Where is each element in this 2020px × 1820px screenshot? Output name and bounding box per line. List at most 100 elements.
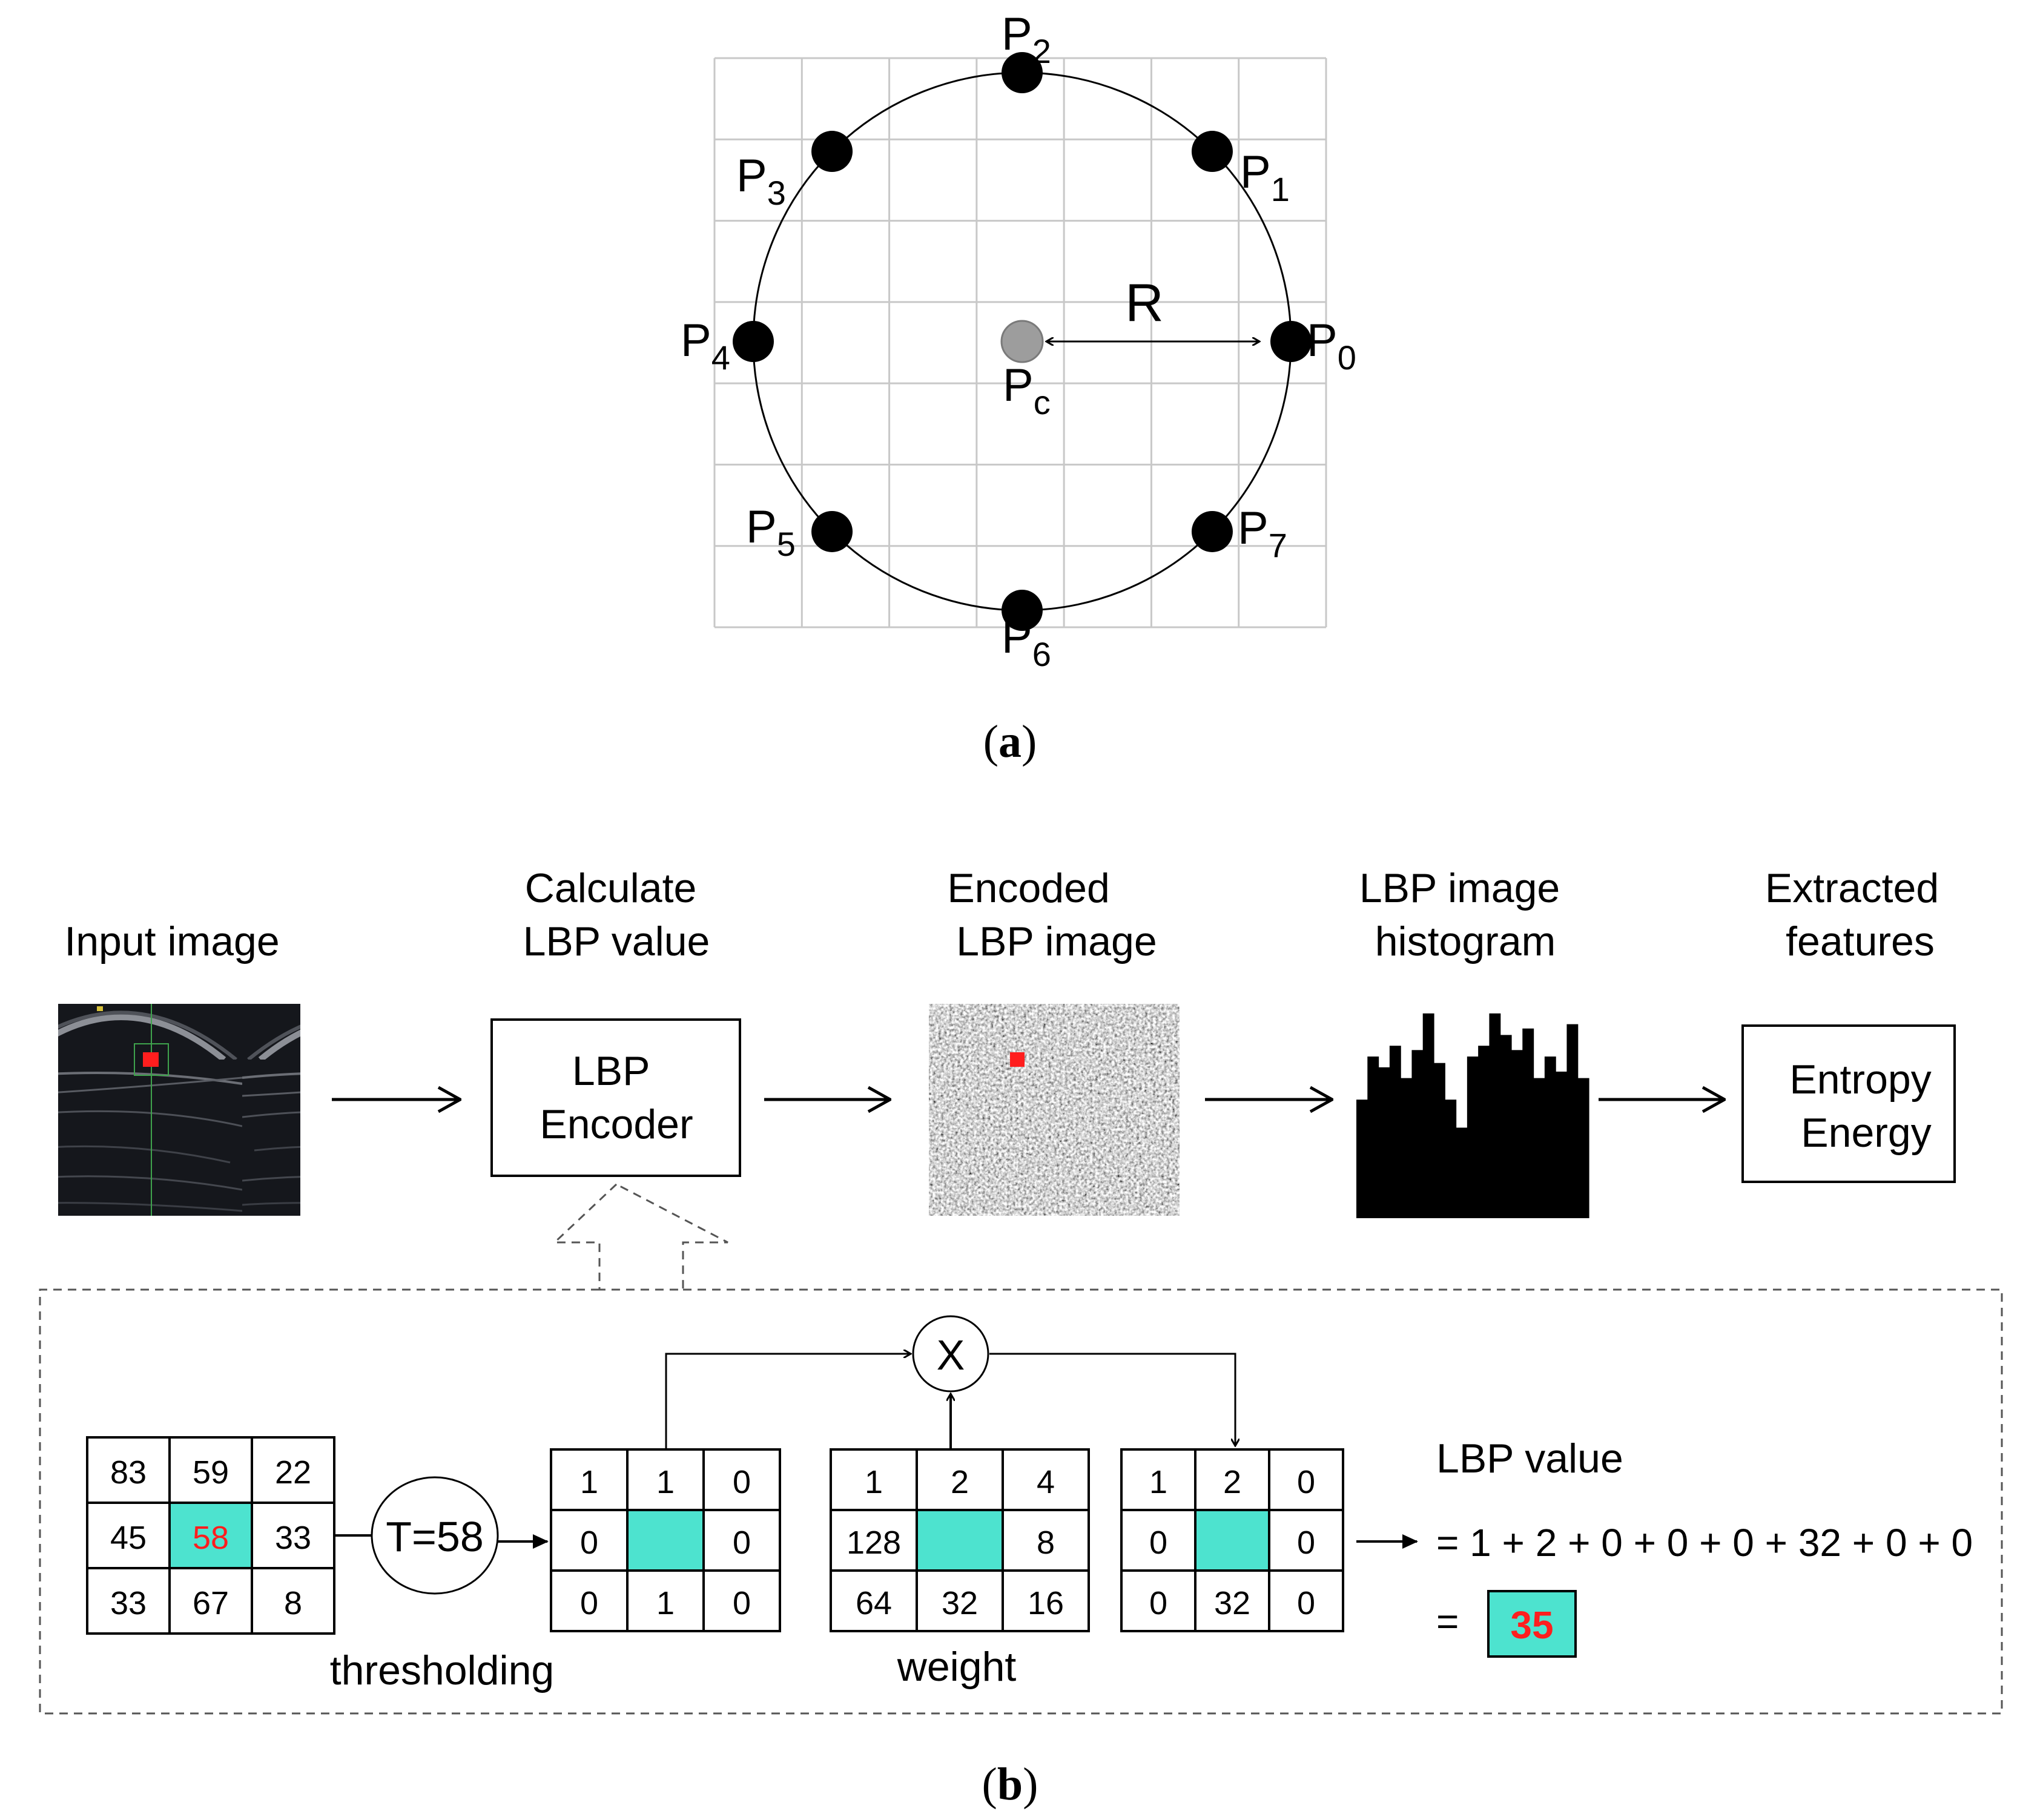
grid-cell [1002,1509,1090,1572]
grid-cell-value: 32 [942,1585,978,1621]
grid-cell-value: 0 [1149,1525,1167,1561]
step-title-histogram: LBP image histogram [1359,865,1571,964]
grid-cell-value: 64 [856,1585,892,1621]
grid-cell-value: 1 [656,1464,675,1500]
grid-cell [1120,1448,1196,1511]
grid-cell-value: 2 [1223,1464,1241,1500]
center-cell [916,1509,1004,1572]
histogram-bar [1556,1071,1568,1218]
grid-cell-value: 0 [580,1585,598,1621]
grid-cell-value: 128 [847,1525,901,1561]
histogram-bar [1533,1078,1545,1218]
neighbor-label-p7: P7 [1238,503,1287,564]
grid-cell-value: 1 [580,1464,598,1500]
encoded-lbp-image [929,1004,1180,1216]
grid-cell [1194,1569,1270,1632]
grid-cell-value: 8 [1037,1525,1055,1561]
binary-to-multiply-arrow [665,1354,911,1448]
caption-b: (b) [982,1759,1038,1810]
grid-cell-value: 8 [284,1585,302,1621]
neighbor-point-p7 [1191,510,1233,552]
step-title-encoded: Encoded LBP image [947,865,1157,964]
grid-cell-value: 67 [193,1585,229,1621]
grid-cell-value: 58 [193,1520,229,1556]
neighbor-point-p3 [811,131,853,173]
grid-cell [1002,1569,1090,1632]
grid-cell [626,1569,705,1632]
center-cell [1194,1509,1270,1572]
histogram-bar [1367,1057,1379,1218]
encoder-label: LBP Encoder [540,1048,693,1147]
histogram-bar [1378,1067,1390,1218]
grid-cell [1120,1569,1196,1632]
lbp-encoder-box [490,1018,741,1177]
grid-cell [251,1502,335,1569]
grid-cell-value: 0 [733,1525,751,1561]
grid-cell [550,1569,629,1632]
center-cell [168,1502,253,1569]
grid-cell-value: 0 [1297,1585,1315,1621]
input-roi-marker [143,1052,159,1067]
threshold-node [371,1476,499,1595]
histogram-bar [1445,1100,1457,1218]
grid-cell [168,1567,253,1635]
histogram-bar [1522,1028,1534,1218]
neighbor-label-p4: P4 [681,315,730,377]
lbp-histogram [1356,1013,1589,1218]
grid-cell [550,1509,629,1572]
detail-callout [39,1183,2003,1715]
grid-cell-value: 1 [865,1464,883,1500]
grid-cell [251,1436,335,1504]
result-box [1487,1590,1577,1658]
neighbor-point-p6 [1002,590,1043,631]
multiply-to-product-arrow [989,1353,1235,1446]
histogram-bar [1511,1050,1523,1218]
lbp-value-title: LBP value [1436,1436,1623,1482]
histogram-bar [1489,1013,1501,1218]
features-label: Entropy Energy [1789,1057,1942,1156]
center-point-label: Pc [1003,360,1051,421]
grid-cell [1268,1509,1344,1572]
step-title-input: Input image [64,918,279,964]
multiply-symbol: X [937,1331,965,1379]
threshold-label: T=58 [386,1513,484,1560]
histogram-bar [1356,1100,1368,1218]
histogram-bar [1422,1013,1434,1218]
neighbor-label-p0: P0 [1307,315,1356,377]
grid-cell-value: 59 [193,1454,229,1491]
neighbor-point-p4 [733,321,774,362]
histogram-bar [1500,1035,1512,1218]
grid-cell-value: 0 [1297,1464,1315,1500]
histogram-bar [1411,1050,1424,1218]
grid-cell [916,1448,1004,1511]
thresholding-caption: thresholding [330,1647,554,1693]
grid-cell [830,1569,918,1632]
grid-cell-value: 32 [1214,1585,1250,1621]
histogram-bar [1467,1057,1479,1218]
radius-label: R [1125,272,1164,332]
neighbor-label-p1: P1 [1240,147,1290,208]
histogram-bar [1478,1046,1490,1218]
weight-grid: 1 2 4 128 8 64 32 16 [830,1448,1090,1632]
features-box [1741,1024,1956,1183]
step-title-calculate: Calculate LBP value [523,865,710,964]
grid-cell [86,1567,171,1635]
center-point [1000,320,1044,363]
grid-cell-value: 4 [1037,1464,1055,1500]
grid-cell-value: 33 [110,1585,147,1621]
histogram-bar [1434,1063,1445,1218]
grid-cell-value: 22 [275,1454,311,1491]
grid-cell-value: 2 [951,1464,969,1500]
grid-cell [1120,1509,1196,1572]
neighbor-label-p6: P6 [1002,612,1051,673]
histogram-bar [1544,1057,1556,1218]
caption-a: (a) [983,716,1037,767]
histogram-bar [1401,1078,1413,1218]
grid-cell-value: 16 [1028,1585,1064,1621]
grid-cell [251,1567,335,1635]
